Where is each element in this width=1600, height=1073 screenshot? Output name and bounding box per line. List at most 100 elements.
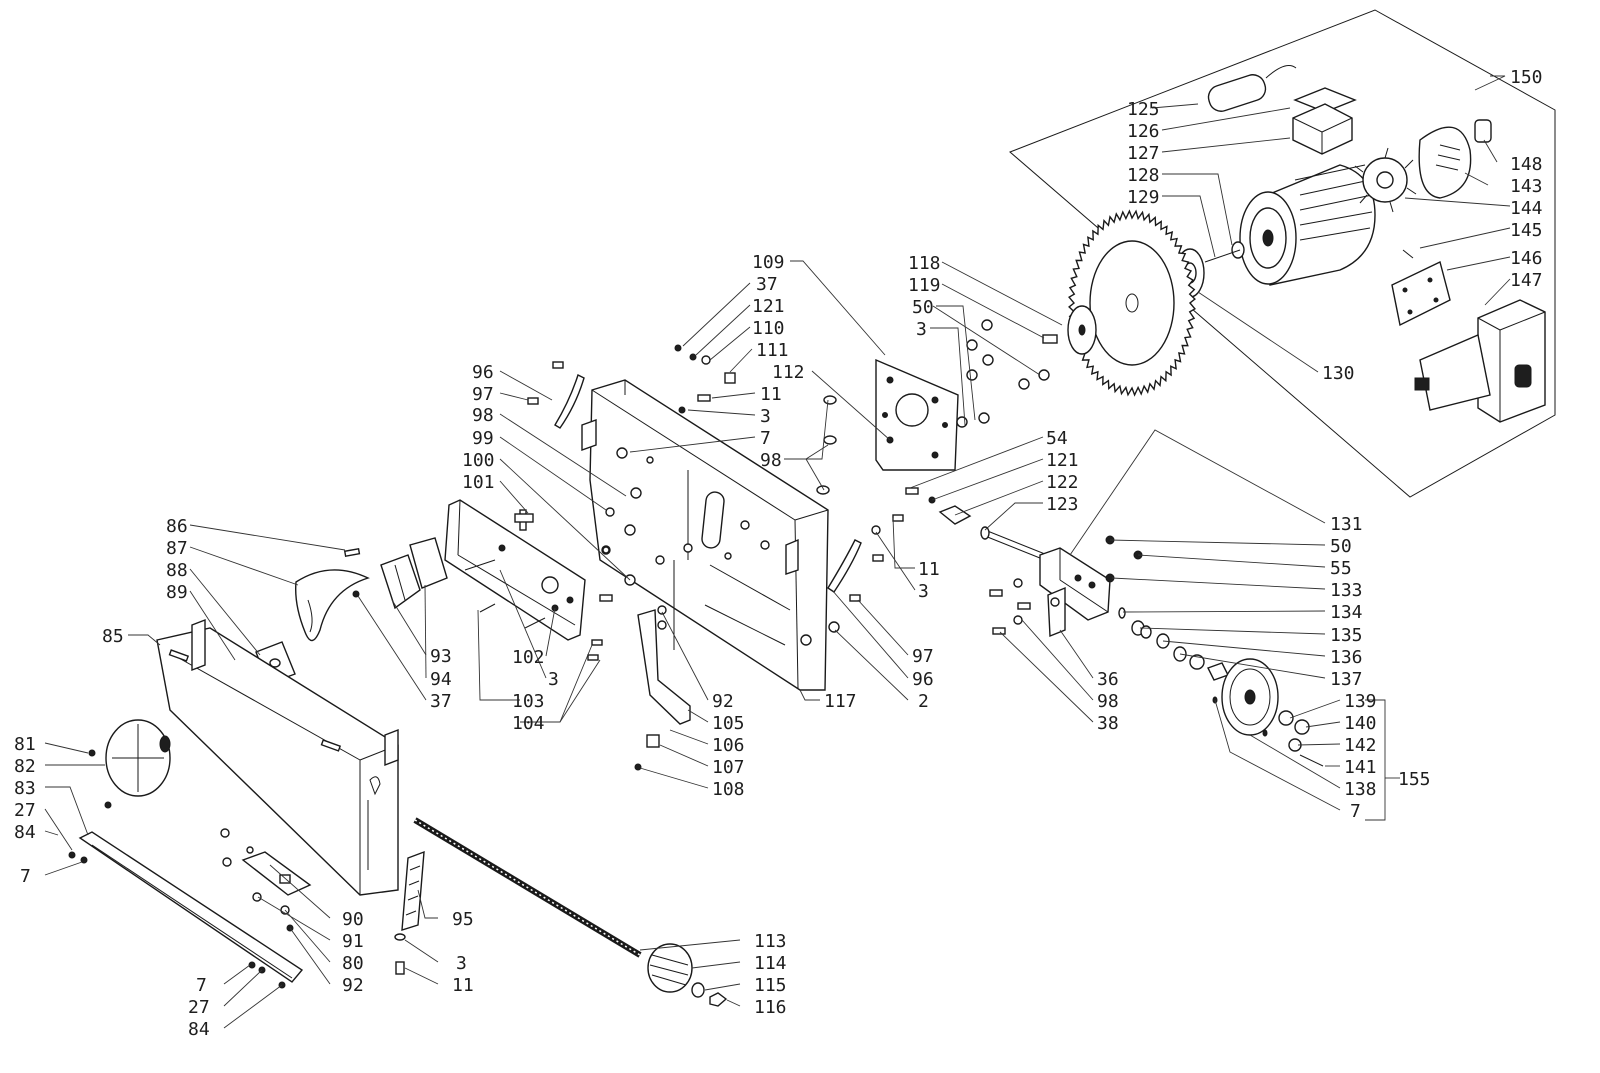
label-125: 125 (1127, 99, 1160, 120)
label-97-right: 97 (912, 646, 934, 667)
label-139: 139 (1344, 691, 1377, 712)
label-98-left: 98 (472, 405, 494, 426)
label-103: 103 (512, 691, 545, 712)
label-3-lower: 3 (548, 669, 559, 690)
label-80: 80 (342, 953, 364, 974)
switch-box-126-127 (1292, 87, 1357, 155)
label-109: 109 (752, 252, 785, 273)
base-housing-85 (156, 618, 399, 896)
label-115: 115 (754, 975, 787, 996)
label-11-bottom: 11 (452, 975, 474, 996)
label-102: 102 (512, 647, 545, 668)
label-126: 126 (1127, 121, 1160, 142)
label-140: 140 (1344, 713, 1377, 734)
label-144: 144 (1510, 198, 1543, 219)
nut-37 (352, 590, 360, 598)
capacitor-125 (1207, 65, 1297, 112)
label-55: 55 (1330, 558, 1352, 579)
label-135: 135 (1330, 625, 1363, 646)
label-98-top: 98 (760, 450, 782, 471)
label-155: 155 (1398, 769, 1431, 790)
label-82: 82 (14, 756, 36, 777)
pin-145 (1402, 249, 1414, 259)
label-90: 90 (342, 909, 364, 930)
bracket-36 (1039, 547, 1111, 638)
plate-90 (220, 828, 312, 932)
label-92-lower: 92 (342, 975, 364, 996)
saw-blade (1042, 209, 1196, 397)
label-114: 114 (754, 953, 787, 974)
label-112: 112 (772, 362, 805, 383)
curved-slot-96-left (554, 374, 585, 429)
label-81: 81 (14, 734, 36, 755)
label-136: 136 (1330, 647, 1363, 668)
label-99: 99 (472, 428, 494, 449)
label-92-mid: 92 (712, 691, 734, 712)
label-110: 110 (752, 318, 785, 339)
handwheel-82 (88, 719, 171, 809)
label-143: 143 (1510, 176, 1543, 197)
label-138: 138 (1344, 779, 1377, 800)
label-123: 123 (1046, 494, 1079, 515)
motor-assembly-group (1009, 9, 1556, 498)
handwheel-assembly (1118, 607, 1324, 767)
label-27-top: 27 (14, 800, 36, 821)
knob-148 (1474, 119, 1492, 143)
label-88: 88 (166, 560, 188, 581)
label-89: 89 (166, 582, 188, 603)
label-118: 118 (908, 253, 941, 274)
label-36: 36 (1097, 669, 1119, 690)
label-104: 104 (512, 713, 545, 734)
label-121-top: 121 (752, 296, 785, 317)
label-7-left: 7 (20, 866, 31, 887)
label-54: 54 (1046, 428, 1068, 449)
main-frame-plate-117 (581, 379, 829, 691)
label-87: 87 (166, 538, 188, 559)
label-85: 85 (102, 626, 124, 647)
scale-95 (394, 850, 425, 975)
label-105: 105 (712, 713, 745, 734)
label-38: 38 (1097, 713, 1119, 734)
clamp-93-94 (380, 537, 448, 610)
label-128: 128 (1127, 165, 1160, 186)
label-95: 95 (452, 909, 474, 930)
label-86: 86 (166, 516, 188, 537)
label-107: 107 (712, 757, 745, 778)
label-91: 91 (342, 931, 364, 952)
label-113: 113 (754, 931, 787, 952)
label-93: 93 (430, 646, 452, 667)
label-7-right: 7 (1350, 801, 1361, 822)
label-37-top: 37 (756, 274, 778, 295)
part-labels: 150 125 126 127 128 129 148 143 144 145 … (14, 67, 1543, 1040)
label-129: 129 (1127, 187, 1160, 208)
slide-plate-100 (444, 499, 586, 641)
label-96-left: 96 (472, 362, 494, 383)
fan-cover-143 (1418, 126, 1472, 199)
label-96-right: 96 (912, 669, 934, 690)
label-98-right: 98 (1097, 691, 1119, 712)
nuts-group-50-3 (956, 319, 1050, 428)
label-131: 131 (1330, 514, 1363, 535)
label-94: 94 (430, 669, 452, 690)
motor-body (1239, 164, 1376, 286)
motor-mount-plate-109 (875, 358, 959, 471)
label-27-bottom: 27 (188, 997, 210, 1018)
label-148: 148 (1510, 154, 1543, 175)
label-11-top: 11 (760, 384, 782, 405)
label-97-left: 97 (472, 384, 494, 405)
plate-146 (1391, 261, 1451, 327)
label-122: 122 (1046, 472, 1079, 493)
label-100: 100 (462, 450, 495, 471)
label-116: 116 (754, 997, 787, 1018)
label-119: 119 (908, 275, 941, 296)
label-3-right: 3 (918, 581, 929, 602)
label-130: 130 (1322, 363, 1355, 384)
label-11-right: 11 (918, 559, 940, 580)
leader-lines (44, 75, 1511, 1029)
switch-housing-147 (1414, 299, 1546, 423)
washer-128 (1231, 241, 1245, 259)
label-146: 146 (1510, 248, 1543, 269)
label-127: 127 (1127, 143, 1160, 164)
label-83: 83 (14, 778, 36, 799)
